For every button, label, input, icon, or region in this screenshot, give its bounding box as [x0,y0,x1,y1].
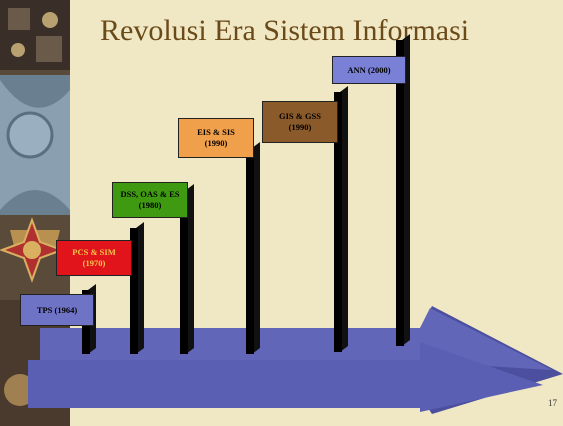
milestone-year: (1980) [138,200,162,210]
milestone-tps: TPS (1964) [20,294,94,326]
milestone-year: (1990) [204,138,228,148]
milestone-year: (1970) [82,258,106,268]
arrow-front-face [28,342,543,412]
milestone-label: DSS, OAS & ES [120,189,180,199]
milestone-label: ANN (2000) [347,64,391,75]
milestone-label: TPS (1964) [36,304,78,315]
pole-6 [396,34,410,346]
milestone-ann: ANN (2000) [332,56,406,84]
pole-5 [334,86,348,352]
milestone-year: (1990) [288,122,312,132]
milestone-dss-oas-es: DSS, OAS & ES (1980) [112,182,188,218]
milestone-label: EIS & SIS [197,127,235,137]
milestone-pcs-sim: PCS & SIM (1970) [56,240,132,276]
page-number: 17 [548,398,557,408]
pole-4 [246,142,260,354]
pole-3 [180,184,194,354]
pole-2 [130,222,144,354]
milestone-eis-sis: EIS & SIS (1990) [178,118,254,158]
milestone-gis-gss: GIS & GSS (1990) [262,101,338,143]
milestone-label: PCS & SIM [72,247,116,257]
milestone-label: GIS & GSS [278,111,322,121]
